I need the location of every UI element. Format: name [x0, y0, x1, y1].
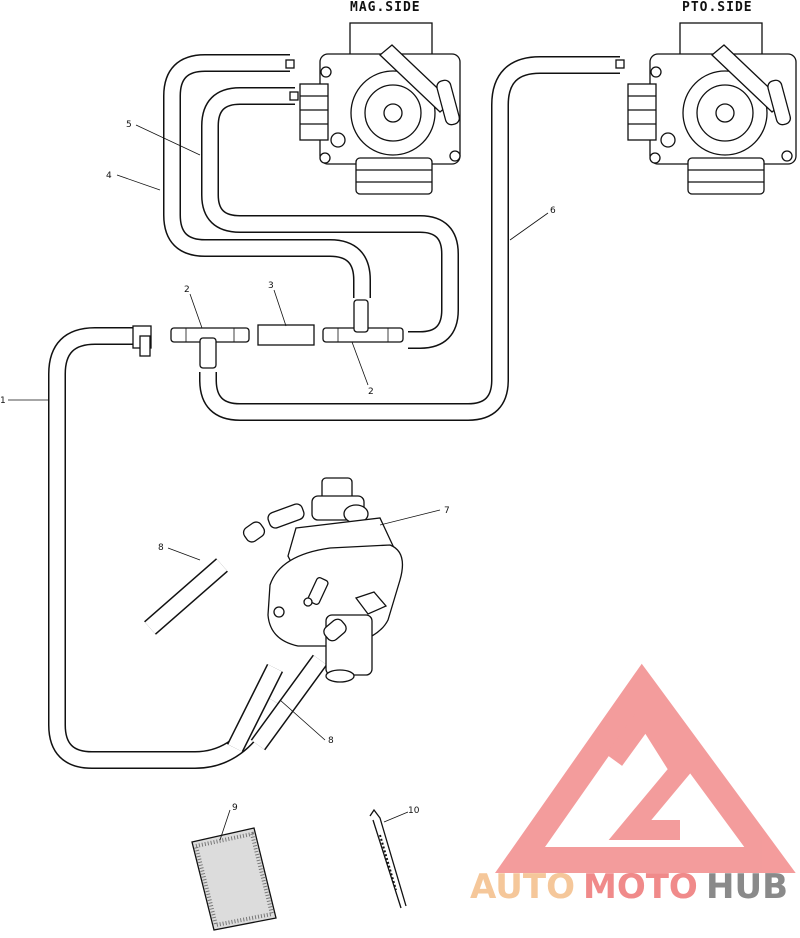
callout-9: 9 — [232, 803, 238, 813]
mag-side-label: MAG.SIDE — [350, 0, 421, 15]
carburetor-mag — [285, 22, 461, 195]
callout-2-left: 2 — [184, 285, 190, 295]
callout-10: 10 — [408, 806, 420, 816]
filter-pad — [191, 827, 277, 931]
callout-2-right: 2 — [368, 387, 374, 397]
callouts: 1 2 3 2 4 5 6 7 8 8 9 10 — [0, 120, 556, 816]
tie-strap — [369, 808, 407, 909]
callout-1: 1 — [0, 396, 6, 406]
callout-4: 4 — [106, 171, 112, 181]
callout-leaders — [8, 124, 549, 841]
fuel-pump — [242, 477, 404, 683]
callout-8-upper: 8 — [158, 543, 164, 553]
hose-connector — [257, 324, 315, 346]
callout-8-lower: 8 — [328, 736, 334, 746]
callout-6: 6 — [550, 206, 556, 216]
pto-side-label: PTO.SIDE — [682, 0, 753, 15]
callout-3: 3 — [268, 281, 274, 291]
callout-7: 7 — [444, 506, 450, 516]
hose-routing — [48, 54, 620, 769]
fittings — [132, 299, 404, 369]
automotohub-wordmark: AUTO MOTO HUB — [470, 867, 788, 907]
callout-5: 5 — [126, 120, 132, 130]
watermark-auto: AUTO — [470, 867, 575, 907]
watermark-moto: MOTO — [583, 867, 698, 907]
watermark-hub: HUB — [706, 867, 788, 907]
automotohub-logo — [495, 663, 796, 873]
carburetor-pto — [615, 22, 797, 195]
